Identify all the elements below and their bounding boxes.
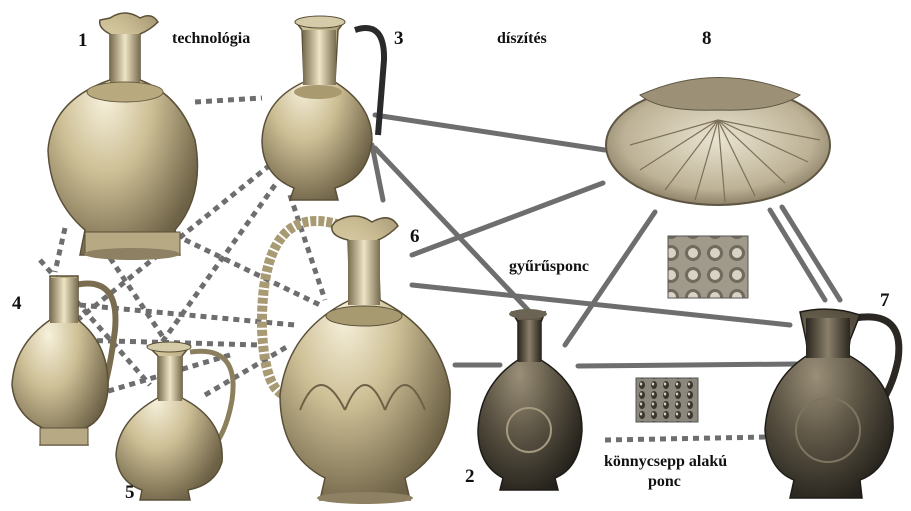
label-number-3: 3 <box>394 28 404 50</box>
vessel-3 <box>262 16 384 200</box>
link-8-7a <box>770 210 825 300</box>
label-number-1: 1 <box>78 30 88 52</box>
link-2-8 <box>565 212 655 345</box>
vessel-4 <box>12 276 116 445</box>
link-1-4 <box>55 228 65 272</box>
label-number-4: 4 <box>12 293 22 315</box>
header-decoration: díszítés <box>497 30 547 48</box>
vessel-8 <box>606 78 830 206</box>
link-2-7 <box>578 364 797 366</box>
header-technology: technológia <box>172 30 250 48</box>
label-ring-punch: gyűrűsponc <box>509 258 589 276</box>
vessel-1 <box>48 13 198 260</box>
label-number-8: 8 <box>702 28 712 50</box>
link-2-7-teardrop <box>605 437 768 440</box>
link-3-2 <box>375 148 528 310</box>
label-teardrop-punch-line2: ponc <box>648 473 681 491</box>
vessel-2 <box>478 309 582 490</box>
label-number-7: 7 <box>880 290 890 312</box>
label-teardrop-punch-line1: könnycsepp alakú <box>604 453 727 471</box>
ring-punch-detail-image <box>668 236 748 298</box>
label-number-2: 2 <box>465 466 475 488</box>
label-number-5: 5 <box>125 482 135 504</box>
link-8-7b <box>782 207 840 300</box>
vessel-5 <box>116 342 233 500</box>
label-number-6: 6 <box>410 226 420 248</box>
link-3-6 <box>290 195 325 300</box>
vessel-7 <box>765 309 899 498</box>
link-1-3 <box>195 98 262 102</box>
vessel-6 <box>262 216 450 504</box>
teardrop-punch-detail-image <box>636 378 698 422</box>
link-3-8 <box>375 115 605 150</box>
